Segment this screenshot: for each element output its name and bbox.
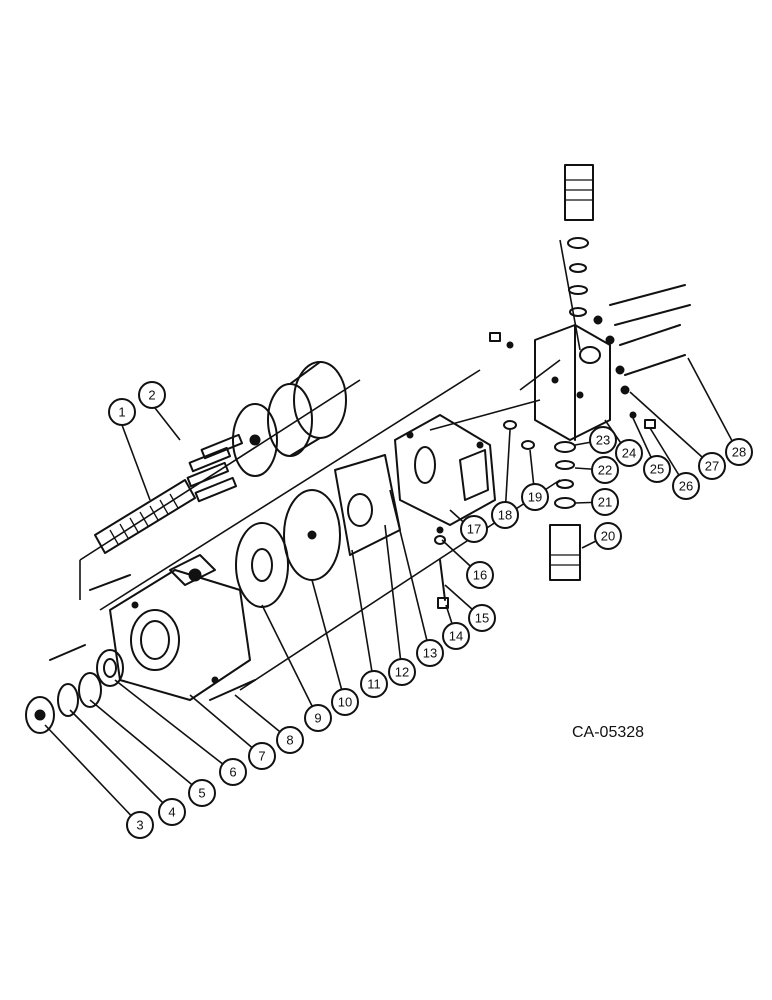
upper-cartridge	[564, 164, 594, 317]
block-bolts	[489, 284, 691, 429]
studs	[49, 574, 256, 701]
callout-2: 2	[138, 381, 166, 409]
svg-text:26: 26	[679, 479, 693, 494]
svg-text:1: 1	[118, 405, 125, 420]
callout-13: 13	[416, 639, 444, 667]
pistons	[186, 433, 244, 503]
callout-11: 11	[360, 670, 388, 698]
lower-cartridge	[549, 441, 581, 581]
svg-text:13: 13	[423, 646, 437, 661]
callout-8: 8	[276, 726, 304, 754]
svg-text:8: 8	[286, 733, 293, 748]
callout-5: 5	[188, 779, 216, 807]
wear-plate	[283, 489, 341, 581]
port-plate	[232, 403, 278, 477]
callout-3: 3	[126, 811, 154, 839]
svg-text:12: 12	[395, 665, 409, 680]
end-cover	[394, 414, 496, 526]
svg-text:5: 5	[198, 786, 205, 801]
valve-block	[534, 324, 611, 441]
o-rings-18-19	[503, 420, 535, 450]
callout-18: 18	[491, 501, 519, 529]
callout-19: 19	[521, 483, 549, 511]
thrust-plate	[235, 522, 289, 608]
callout-22: 22	[591, 456, 619, 484]
svg-text:2: 2	[148, 388, 155, 403]
svg-text:21: 21	[598, 495, 612, 510]
callout-4: 4	[158, 798, 186, 826]
cylinder-barrel-front	[267, 383, 313, 457]
callout-1: 1	[108, 398, 136, 426]
svg-text:9: 9	[314, 711, 321, 726]
svg-text:6: 6	[229, 765, 236, 780]
svg-text:24: 24	[622, 446, 636, 461]
assembly-guide-lines	[79, 239, 581, 691]
callout-21: 21	[591, 488, 619, 516]
leader-lines	[44, 357, 739, 826]
callout-10: 10	[331, 688, 359, 716]
svg-text:22: 22	[598, 463, 612, 478]
svg-text:20: 20	[601, 529, 615, 544]
callout-15: 15	[468, 604, 496, 632]
callout-24: 24	[615, 439, 643, 467]
svg-text:18: 18	[498, 508, 512, 523]
svg-text:3: 3	[136, 818, 143, 833]
front-seal-parts	[25, 649, 124, 734]
callout-25: 25	[643, 455, 671, 483]
svg-text:16: 16	[473, 568, 487, 583]
svg-text:17: 17	[467, 522, 481, 537]
svg-text:4: 4	[168, 805, 175, 820]
callout-26: 26	[672, 472, 700, 500]
cylinder-barrel-rear	[293, 361, 347, 439]
shaft	[94, 479, 196, 554]
svg-text:28: 28	[732, 445, 746, 460]
svg-text:7: 7	[258, 749, 265, 764]
svg-text:11: 11	[367, 677, 381, 692]
callout-23: 23	[589, 426, 617, 454]
rotating-group	[186, 361, 347, 503]
svg-text:14: 14	[449, 629, 463, 644]
svg-text:10: 10	[338, 695, 352, 710]
callout-17: 17	[460, 515, 488, 543]
callout-28: 28	[725, 438, 753, 466]
callout-12: 12	[388, 658, 416, 686]
svg-text:25: 25	[650, 462, 664, 477]
svg-text:23: 23	[596, 433, 610, 448]
callout-16: 16	[466, 561, 494, 589]
check-valve-parts	[434, 526, 449, 609]
drawing-code: CA-05328	[572, 724, 644, 741]
callout-14: 14	[442, 622, 470, 650]
callout-7: 7	[248, 742, 276, 770]
svg-text:19: 19	[528, 490, 542, 505]
callout-9: 9	[304, 704, 332, 732]
svg-text:27: 27	[705, 459, 719, 474]
callout-6: 6	[219, 758, 247, 786]
callout-27: 27	[698, 452, 726, 480]
callout-20: 20	[594, 522, 622, 550]
front-housing	[109, 554, 251, 701]
gasket	[334, 454, 401, 556]
svg-text:15: 15	[475, 611, 489, 626]
